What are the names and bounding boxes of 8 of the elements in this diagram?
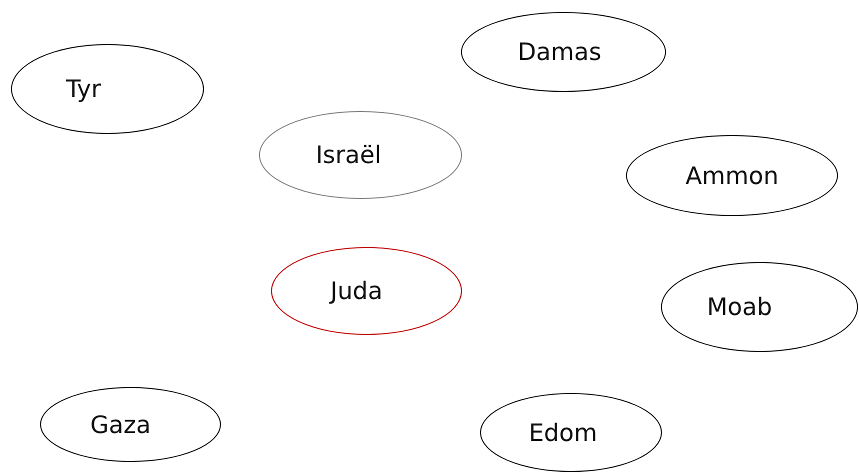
node-label: Israël bbox=[316, 141, 382, 169]
node-label: Tyr bbox=[66, 75, 101, 103]
node-label: Moab bbox=[706, 293, 772, 321]
node-label: Juda bbox=[330, 277, 383, 305]
node-label: Ammon bbox=[685, 162, 779, 190]
node-label: Gaza bbox=[90, 410, 151, 438]
node-label: Edom bbox=[528, 418, 598, 446]
node-label: Damas bbox=[518, 38, 602, 66]
